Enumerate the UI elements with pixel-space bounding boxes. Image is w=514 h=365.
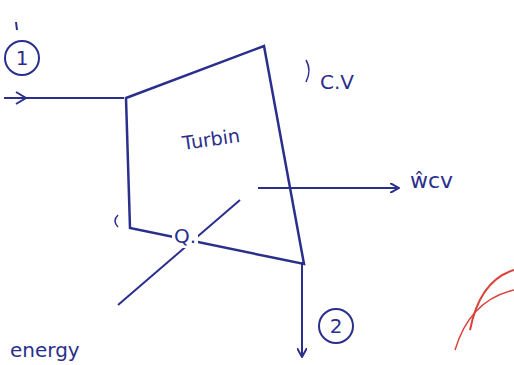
red-mark — [455, 290, 514, 350]
turbine-box: Turbin — [120, 40, 312, 272]
outlet-arrow — [301, 262, 303, 356]
callout-circle: 1 — [4, 40, 40, 76]
sketch-label: ŵcv — [408, 168, 455, 193]
callout-circle: 2 — [318, 308, 354, 344]
inlet-line — [4, 97, 124, 99]
boundary-mark — [115, 215, 118, 227]
turbine-label: Turbin — [181, 124, 241, 154]
tick-mark — [16, 22, 17, 30]
callout-number: 1 — [16, 46, 29, 70]
inlet-arrowhead — [16, 92, 26, 104]
boundary-mark — [306, 60, 309, 82]
red-mark — [470, 270, 514, 330]
sketch-label: Q. — [172, 224, 198, 248]
heat-line — [118, 200, 240, 305]
sketch-label: C.V — [318, 70, 356, 94]
sketch-label: energy — [8, 338, 82, 362]
callout-number: 2 — [330, 314, 343, 338]
work-arrow — [258, 187, 398, 189]
turbine-outline — [120, 40, 312, 272]
